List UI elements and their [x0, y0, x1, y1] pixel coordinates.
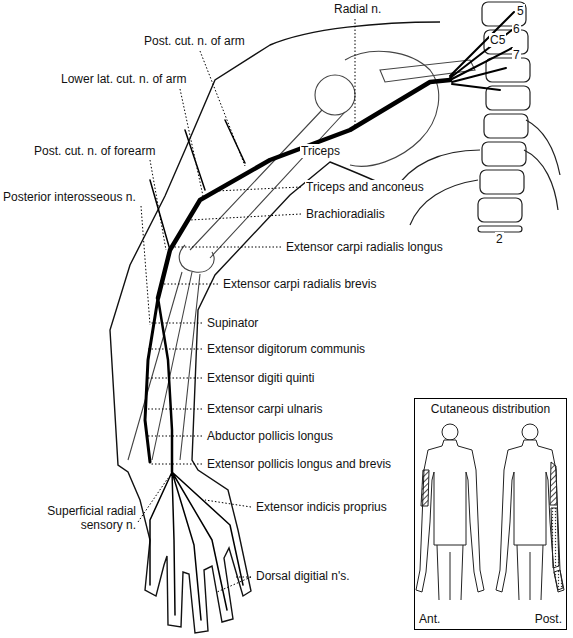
view-label: Post. — [534, 612, 563, 626]
muscle-label: Extensor carpi ulnaris — [206, 402, 323, 416]
spinal-level: 7 — [512, 48, 521, 62]
spinal-level: C5 — [489, 33, 506, 47]
radial-nerve — [145, 12, 514, 620]
nerve-label: Radial n. — [333, 2, 382, 16]
spinal-level: 5 — [516, 4, 525, 18]
inset-heading: Cutaneous distribution — [430, 402, 551, 416]
muscle-label: Triceps and anconeus — [305, 180, 425, 194]
muscle-label: Extensor digitorum communis — [206, 342, 366, 356]
spinal-level: 6 — [512, 22, 521, 36]
nerve-label: Lower lat. cut. n. of arm — [60, 72, 187, 86]
muscle-label: Supinator — [206, 316, 259, 330]
cutaneous-figures — [416, 424, 564, 600]
muscle-label: Extensor digiti quinti — [206, 371, 315, 385]
nerve-label: Posterior interosseous n. — [2, 190, 137, 204]
muscle-label: Extensor indicis proprius — [255, 500, 388, 514]
muscle-label: Extensor carpi radialis brevis — [222, 277, 377, 291]
muscle-label: Abductor pollicis longus — [206, 429, 334, 443]
spine — [395, 2, 560, 232]
inset-box: Cutaneous distributionAnt. Post. — [414, 398, 567, 630]
arm-outline — [110, 22, 440, 633]
spinal-level: 2 — [495, 232, 504, 246]
muscle-label: Triceps — [300, 144, 341, 158]
nerve-label: Post. cut. n. of arm — [143, 34, 246, 48]
nerve-label: Post. cut. n. of forearm — [33, 144, 156, 158]
nerve-label: Dorsal digitial n's. — [255, 569, 351, 583]
front-figure — [416, 424, 484, 600]
muscle-label: Brachioradialis — [305, 207, 386, 221]
muscle-label: Extensor pollicis longus and brevis — [206, 457, 392, 471]
view-label: Ant. — [418, 612, 441, 626]
back-figure — [496, 424, 564, 600]
nerve-label: Superficial radial sensory n. — [10, 504, 137, 532]
muscle-label: Extensor carpi radialis longus — [285, 240, 444, 254]
